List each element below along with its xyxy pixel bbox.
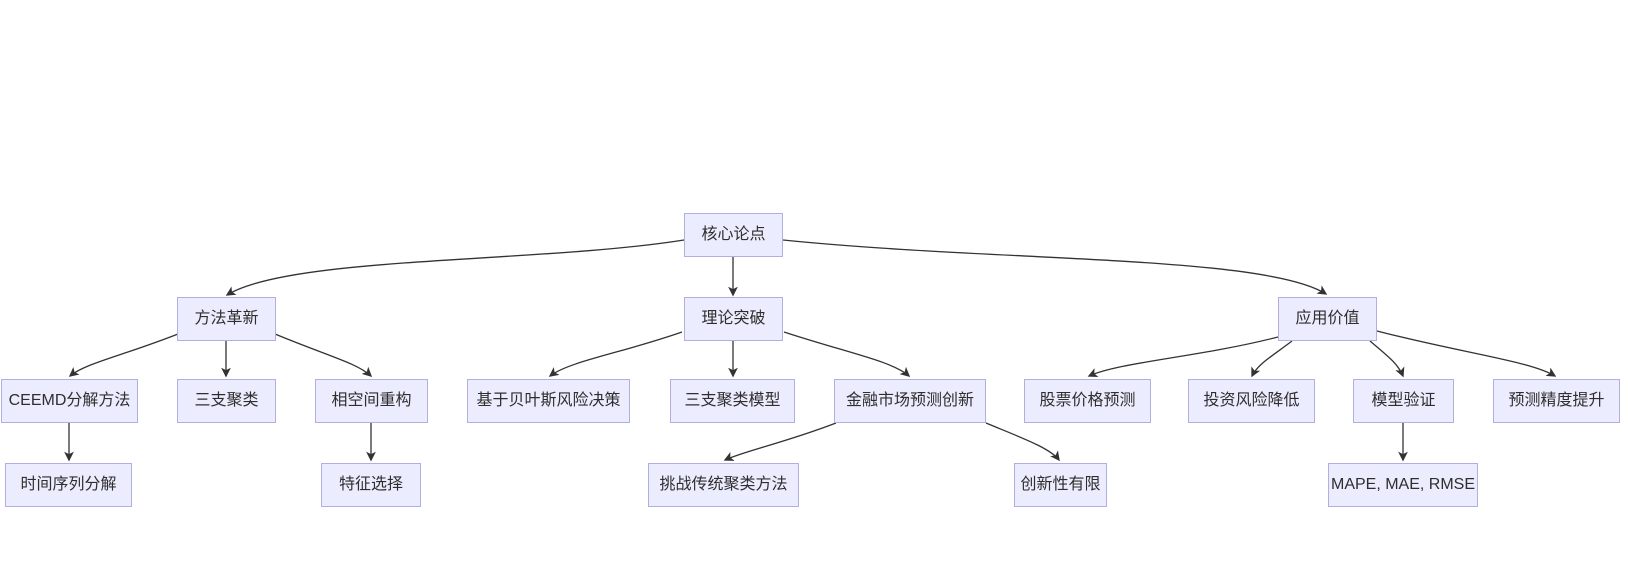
edge-application-value-stock-price-prediction bbox=[1087, 336, 1279, 378]
node-time-series-decomposition: 时间序列分解 bbox=[5, 463, 132, 507]
node-phase-space-reconstruction: 相空间重构 bbox=[315, 379, 428, 423]
edge-theory-breakthrough-bayes-risk-decision bbox=[548, 331, 683, 377]
edge-theory-breakthrough-financial-market-innovation bbox=[783, 331, 911, 377]
node-bayes-risk-decision: 基于贝叶斯风险决策 bbox=[467, 379, 630, 423]
edge-core-thesis-application-value bbox=[782, 239, 1328, 295]
node-challenge-traditional-clustering: 挑战传统聚类方法 bbox=[648, 463, 799, 507]
edge-financial-market-innovation-limited-novelty bbox=[985, 422, 1060, 462]
node-limited-novelty: 创新性有限 bbox=[1014, 463, 1107, 507]
node-evaluation-metrics: MAPE, MAE, RMSE bbox=[1328, 463, 1478, 507]
edge-application-value-investment-risk-reduction bbox=[1251, 340, 1293, 378]
node-feature-selection: 特征选择 bbox=[321, 463, 421, 507]
node-application-value: 应用价值 bbox=[1278, 297, 1377, 341]
node-ceemd-decomposition: CEEMD分解方法 bbox=[1, 379, 138, 423]
node-investment-risk-reduction: 投资风险降低 bbox=[1188, 379, 1315, 423]
node-three-way-clustering-model: 三支聚类模型 bbox=[670, 379, 795, 423]
node-stock-price-prediction: 股票价格预测 bbox=[1024, 379, 1151, 423]
node-core-thesis: 核心论点 bbox=[684, 213, 783, 257]
node-three-way-clustering: 三支聚类 bbox=[177, 379, 276, 423]
edge-financial-market-innovation-challenge-traditional-clustering bbox=[723, 422, 837, 461]
node-prediction-accuracy: 预测精度提升 bbox=[1493, 379, 1620, 423]
edge-application-value-model-validation bbox=[1369, 340, 1405, 378]
edge-core-thesis-method-innovation bbox=[225, 239, 685, 296]
node-model-validation: 模型验证 bbox=[1353, 379, 1454, 423]
node-method-innovation: 方法革新 bbox=[177, 297, 276, 341]
edge-method-innovation-phase-space-reconstruction bbox=[274, 333, 373, 377]
edge-method-innovation-ceemd-decomposition bbox=[68, 333, 179, 377]
node-financial-market-innovation: 金融市场预测创新 bbox=[834, 379, 986, 423]
node-theory-breakthrough: 理论突破 bbox=[684, 297, 783, 341]
edge-application-value-prediction-accuracy bbox=[1376, 330, 1557, 377]
